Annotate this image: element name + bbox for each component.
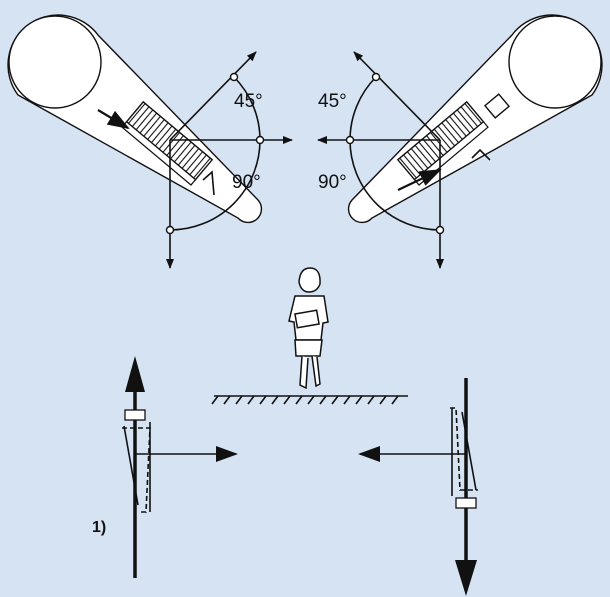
pivot-dot-left-right bbox=[255, 135, 265, 145]
heater-edge-right bbox=[461, 411, 477, 491]
airflow-arrow-right bbox=[397, 169, 442, 191]
label-45-left: 45° bbox=[234, 91, 263, 112]
top-right-unit: 45° 90° bbox=[317, 14, 603, 269]
mount-box-top-left bbox=[124, 409, 146, 421]
woman-figure-icon bbox=[288, 267, 329, 390]
label-45-right: 45° bbox=[318, 91, 347, 112]
connector-box-right bbox=[483, 93, 511, 119]
bottom-left-unit: 1) bbox=[92, 356, 238, 578]
label-90-left: 90° bbox=[232, 172, 261, 193]
bottom-right-unit bbox=[358, 378, 478, 596]
heater-outline-right bbox=[450, 407, 478, 491]
outlet-flag-left bbox=[202, 170, 215, 196]
arrowhead-down bbox=[455, 560, 477, 596]
pivot-dot-left-bottom bbox=[165, 225, 175, 235]
outlet-flag-right bbox=[471, 148, 491, 161]
heater-outline-left bbox=[122, 427, 151, 513]
top-left-unit: 45° 90° bbox=[7, 14, 293, 269]
pivot-dot-right-left bbox=[345, 135, 355, 145]
pivot-dot-right-45 bbox=[371, 72, 381, 82]
airflow-arrow-left bbox=[97, 109, 130, 130]
arc-90-left bbox=[169, 139, 261, 231]
mount-box-bottom-right bbox=[455, 497, 477, 509]
pivot-dot-left-45 bbox=[229, 72, 239, 82]
axis-45-left bbox=[169, 51, 257, 141]
fan-circle-left bbox=[8, 15, 102, 109]
axis-45-right bbox=[353, 51, 441, 141]
floor-line bbox=[211, 395, 408, 405]
label-90-right: 90° bbox=[318, 172, 347, 193]
arc-45-left bbox=[233, 76, 261, 141]
footnote-label: 1) bbox=[92, 519, 106, 536]
fan-circle-right bbox=[508, 15, 602, 109]
arrowhead-up bbox=[125, 356, 145, 392]
arc-90-right bbox=[349, 139, 441, 231]
arc-45-right bbox=[349, 76, 377, 141]
pivot-dot-right-bottom bbox=[435, 225, 445, 235]
heater-edge-left bbox=[123, 425, 139, 506]
